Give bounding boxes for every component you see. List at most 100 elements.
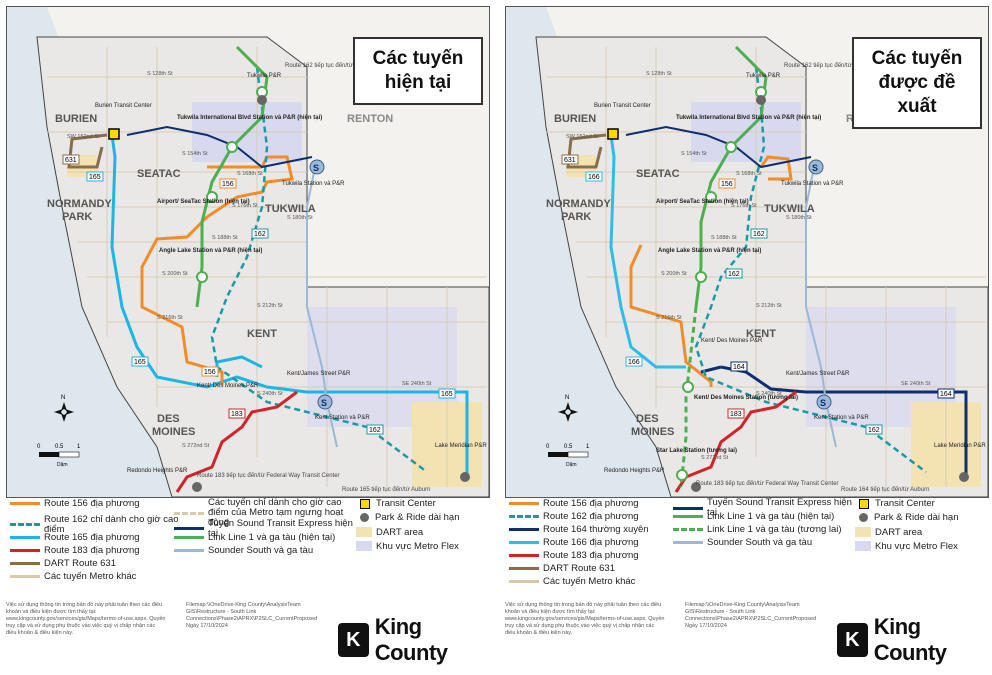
legend-label: Khu vực Metro Flex: [875, 540, 958, 552]
legend-line-swatch: [10, 548, 40, 552]
legend-line-swatch: [10, 574, 40, 578]
legend-item: Tuyến Sound Transit Express hiện tại: [174, 517, 358, 539]
street-label: S 128th St: [147, 71, 173, 77]
legend-item: Link Line 1 và ga tàu (hiện tại): [174, 532, 335, 543]
legend-label: Route 165 địa phương: [44, 531, 140, 543]
route-shield: 164: [940, 391, 952, 398]
route-162-line: [694, 66, 927, 473]
station-tukwila-pr: Tukwila P&R: [746, 73, 781, 79]
route-shield: 183: [730, 411, 742, 418]
route-shield: 165: [134, 359, 146, 366]
title-line: được đề xuất: [878, 72, 956, 117]
street-label: S 188th St: [212, 235, 238, 241]
route-631-line: [67, 133, 108, 169]
station-burien-tc: Burien Transit Center: [594, 103, 651, 109]
legend-label: Tuyến Sound Transit Express hiện tại: [208, 517, 353, 539]
street-label: S 168th St: [237, 171, 263, 177]
route-162-line: [210, 66, 428, 473]
station-lake-meridian: Lake Meridian P&R: [934, 443, 986, 449]
legend-label: Transit Center: [376, 498, 436, 509]
svg-text:0.5: 0.5: [564, 444, 573, 450]
scale-bar: 0 0.5 1 Dặm: [546, 444, 590, 468]
legend-item: Route 156 địa phương: [509, 498, 639, 509]
link-line-1: [195, 45, 269, 308]
svg-text:Dặm: Dặm: [57, 462, 68, 468]
street-label: S 180th St: [786, 215, 812, 221]
legend-label: DART Route 631: [44, 557, 116, 569]
route-shield: 162: [753, 231, 765, 238]
legend-area-swatch: [855, 541, 871, 552]
sounder-station-kent: [816, 394, 832, 410]
street-labels-left: S 128th St SW 152nd St S 154th St S 168t…: [67, 71, 432, 449]
legend-label: Route 183 địa phương: [44, 544, 140, 556]
legend-item: DART Route 631: [10, 558, 116, 569]
legend-label: Route 162 chỉ dành cho giờ cao điểm: [44, 513, 179, 535]
svg-text:S: S: [820, 398, 826, 408]
king-county-logo: K King County: [338, 614, 488, 665]
legend-item: Park & Ride dài hạn: [356, 512, 460, 523]
map-proposed: S S: [506, 7, 988, 497]
station-tukwila-intl: Tukwila International Blvd Station và P&…: [676, 115, 821, 121]
legend-item: Route 165 địa phương: [10, 532, 140, 543]
legend-item: Route 183 địa phương: [10, 545, 140, 556]
svg-text:S: S: [313, 163, 319, 173]
map-panel-current: S S BURIEN SEATAC NORMANDY PARK TUKWILA …: [6, 6, 490, 498]
legend-line-swatch: [10, 561, 40, 565]
king-county-mark-icon: K: [338, 623, 369, 657]
note-route162-north: Route 162 tiếp tục đến/từ downtown Seatt…: [285, 63, 402, 69]
park-ride-icon: [959, 472, 969, 482]
legend-label: Các tuyến Metro khác: [44, 570, 137, 582]
legend-label: DART area: [376, 526, 424, 538]
street-label: SE 240th St: [402, 381, 432, 387]
map-labels-right: BURIEN SEATAC NORMANDY PARK TUKWILA RENT…: [546, 63, 986, 493]
route-shield: 162: [728, 271, 740, 278]
map-current: S S: [7, 7, 489, 497]
station-redondo: Redondo Heights P&R: [127, 468, 188, 474]
sounder-line: [306, 166, 338, 448]
park-ride-icon: [691, 482, 701, 492]
king-county-mark-icon: K: [837, 623, 868, 657]
legend-label: Route 164 thường xuyên: [543, 524, 649, 535]
station-burien-tc: Burien Transit Center: [95, 103, 152, 109]
street-label: S 200th St: [661, 271, 687, 277]
legend-item: Các tuyến Metro khác: [509, 576, 635, 587]
note-route162-north: Route 162 tiếp tục đến/từ downtown Seatt…: [784, 63, 901, 69]
disclaimer-text: Việc sử dụng thông tin trong bản đồ này …: [505, 602, 665, 636]
sounder-station-tukwila: [309, 159, 325, 175]
park-ride-icon: [257, 95, 267, 105]
legend-line-swatch: [509, 541, 539, 544]
place-seatac: SEATAC: [137, 168, 181, 180]
station-kent-des-moines-pr: Kent/ Des Moines P&R: [701, 338, 763, 344]
street-label: S 188th St: [711, 235, 737, 241]
map-title-proposed: Các tuyến được đề xuất: [852, 37, 982, 129]
legend-item: Các tuyến Metro khác: [10, 571, 136, 582]
route-165-line: [110, 134, 469, 477]
st-express-line: [126, 125, 313, 169]
svg-text:N: N: [61, 395, 65, 401]
place-kent: KENT: [746, 328, 776, 340]
transit-center-icon: [108, 128, 120, 140]
legend-line-swatch: [509, 554, 539, 557]
street-label: S 168th St: [736, 171, 762, 177]
route-shield: 162: [868, 427, 880, 434]
link-station-angle-lake: [695, 271, 707, 283]
legend-item: Khu vực Metro Flex: [356, 541, 459, 552]
station-kent-des-moines-future: Kent/ Des Moines Station (tương lai): [694, 395, 798, 401]
park-ride-icon: [192, 482, 202, 492]
station-tukwila-intl: Tukwila International Blvd Station và P&…: [177, 115, 322, 121]
place-burien: BURIEN: [55, 113, 97, 125]
route-shield: 631: [564, 157, 576, 164]
place-seatac: SEATAC: [636, 168, 680, 180]
place-park: PARK: [62, 211, 92, 223]
legend-line-swatch: [10, 535, 40, 539]
title-line: Các tuyến: [372, 48, 464, 69]
street-label: S 176th St: [731, 203, 757, 209]
route-631-line: [566, 133, 607, 169]
route-156-line: [140, 155, 294, 385]
footer-proposed: Việc sử dụng thông tin trong bản đồ này …: [505, 602, 987, 672]
place-des: DES: [157, 413, 180, 425]
title-line: hiện tại: [384, 72, 452, 93]
legend-line-swatch: [10, 502, 40, 505]
